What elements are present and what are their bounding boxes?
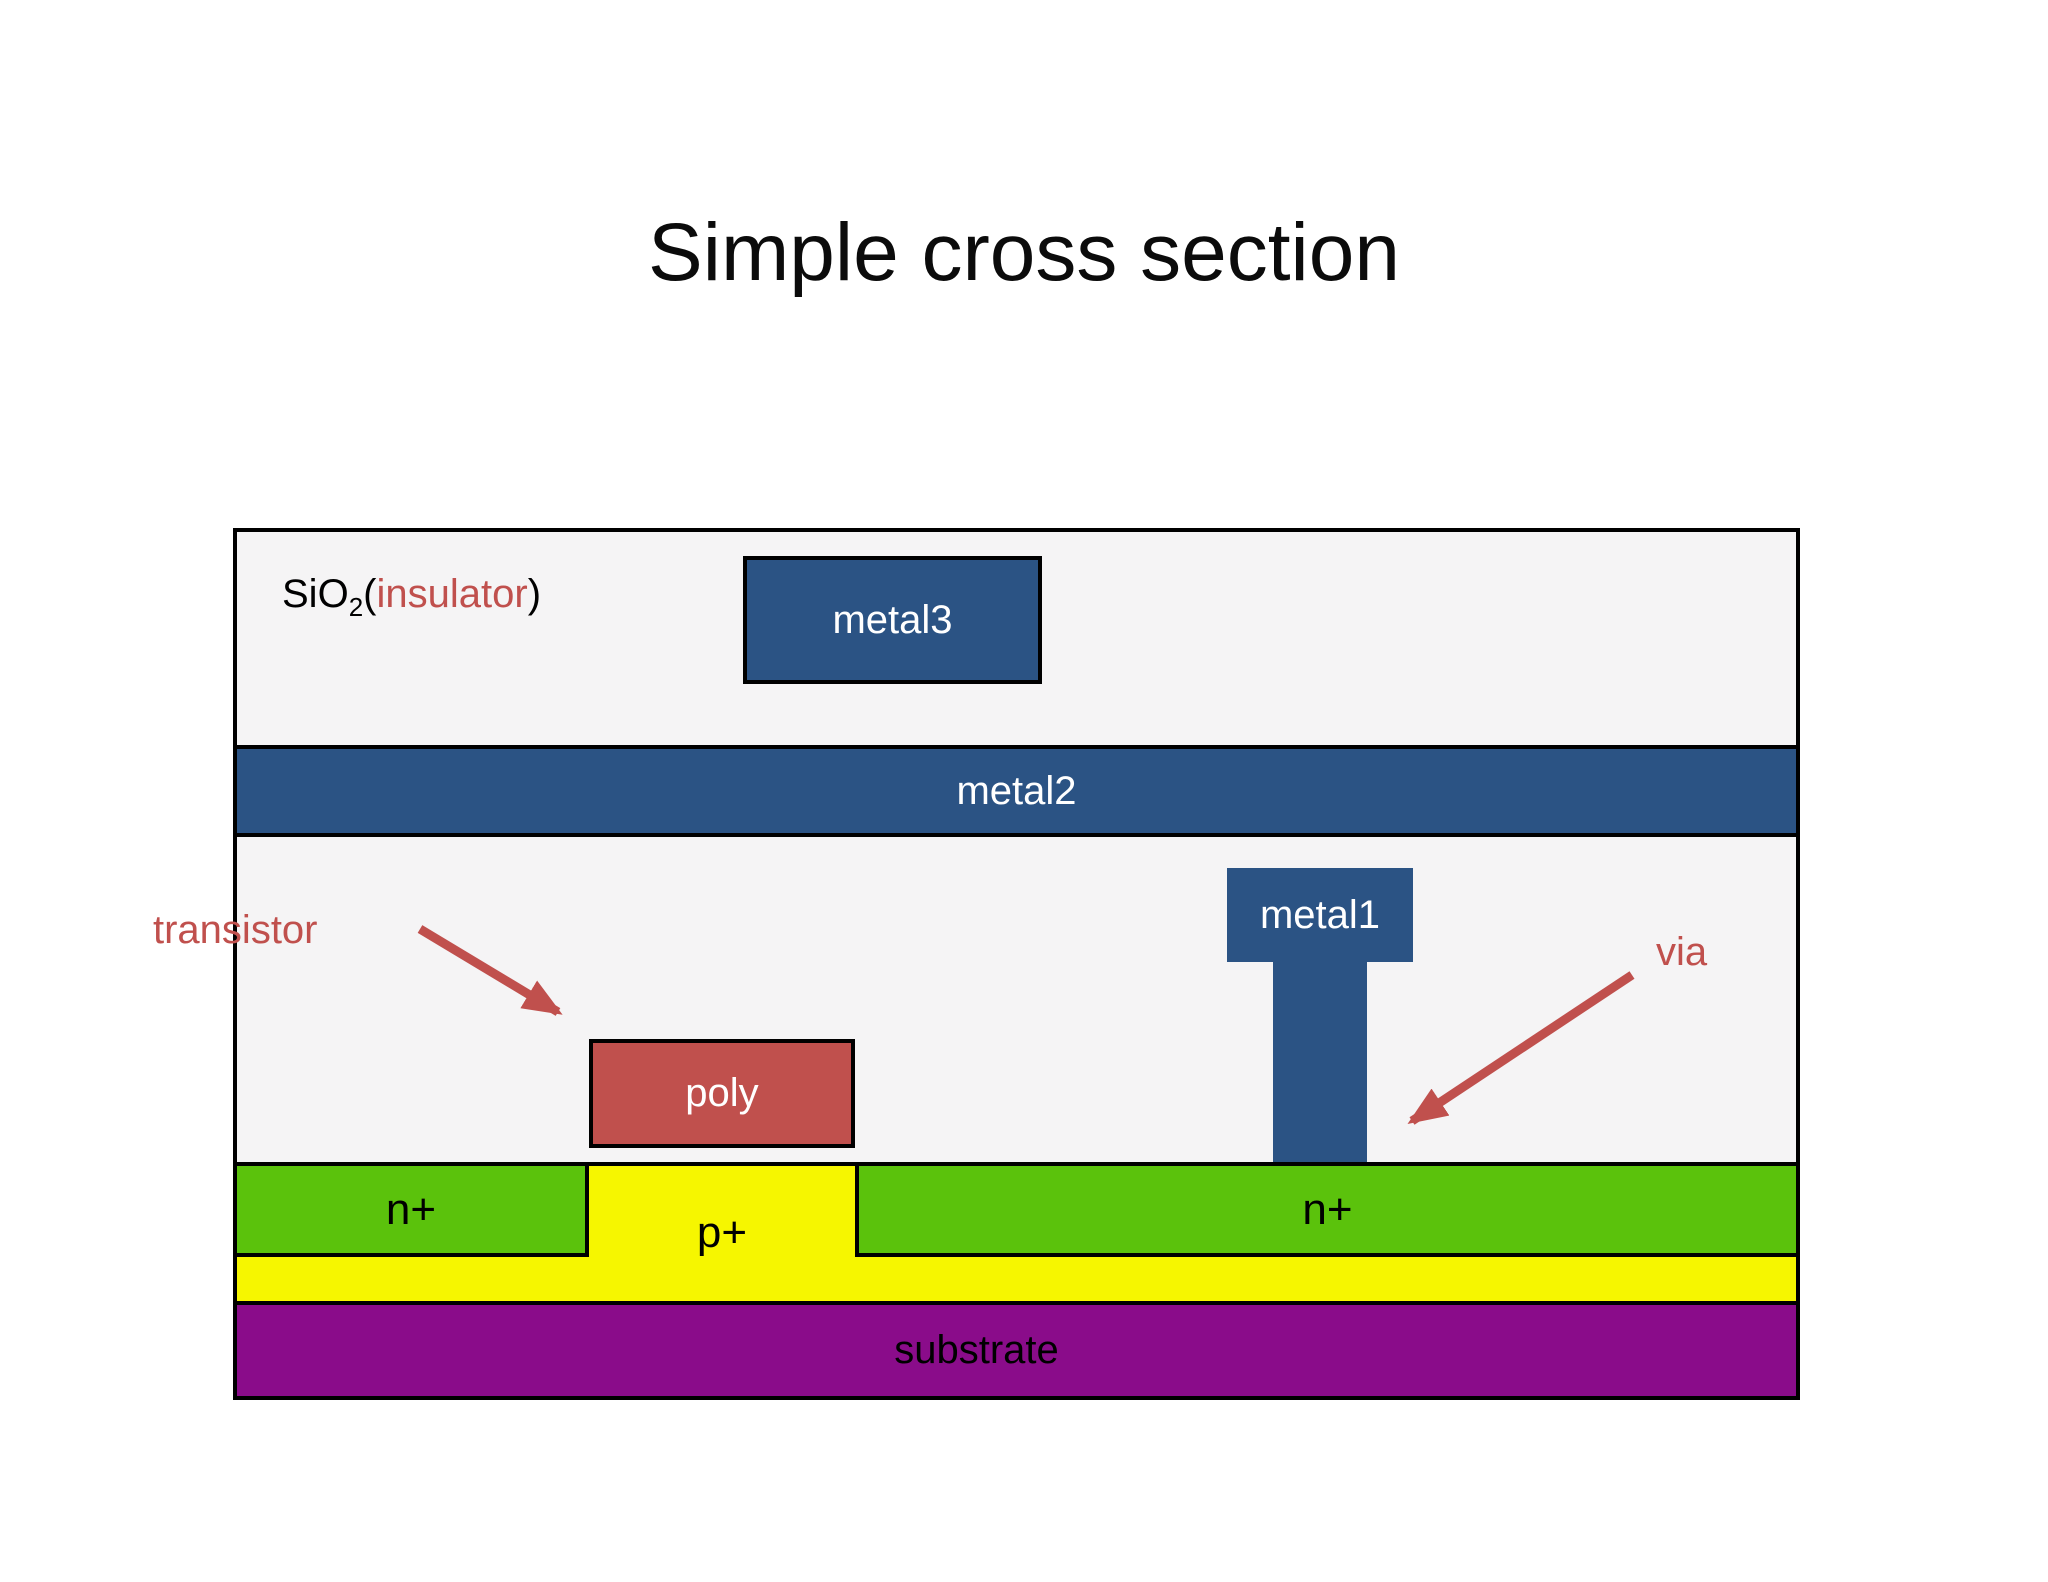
substrate-layer: substrate bbox=[237, 1305, 1796, 1396]
via-plug bbox=[1273, 962, 1367, 1162]
poly-gate: poly bbox=[589, 1039, 855, 1148]
open-paren: ( bbox=[363, 572, 377, 616]
metal3-label: metal3 bbox=[832, 597, 953, 642]
poly-label: poly bbox=[685, 1071, 759, 1115]
via-annotation: via bbox=[1656, 930, 1708, 974]
sio2-insulator-label: SiO2(insulator) bbox=[282, 572, 542, 620]
substrate-label: substrate bbox=[894, 1328, 1059, 1372]
sio2-formula: SiO bbox=[282, 572, 349, 616]
nplus-left-label: n+ bbox=[385, 1184, 437, 1234]
metal2-layer: metal2 bbox=[237, 745, 1796, 837]
transistor-annotation: transistor bbox=[153, 908, 318, 952]
nplus-right-label: n+ bbox=[1302, 1184, 1353, 1234]
diffusion-layer: n+ p+ n+ bbox=[237, 1162, 1796, 1257]
metal3-layer: metal3 bbox=[743, 556, 1042, 684]
sio2-subscript: 2 bbox=[348, 592, 364, 622]
cross-section-box: SiO2(insulator) metal3 metal2 metal1 pol… bbox=[233, 528, 1800, 1400]
pwell-layer bbox=[237, 1257, 1796, 1305]
metal1-label: metal1 bbox=[1259, 892, 1381, 937]
close-paren: ) bbox=[527, 572, 542, 616]
nplus-region-left: n+ bbox=[237, 1166, 589, 1257]
slide-title: Simple cross section bbox=[648, 207, 1400, 298]
pplus-region: p+ bbox=[589, 1166, 855, 1257]
pplus-label: p+ bbox=[696, 1208, 748, 1257]
insulator-word: insulator bbox=[376, 572, 528, 616]
metal2-label: metal2 bbox=[956, 768, 1077, 813]
nplus-region-right: n+ bbox=[855, 1166, 1796, 1257]
metal1-layer: metal1 bbox=[1227, 868, 1413, 962]
